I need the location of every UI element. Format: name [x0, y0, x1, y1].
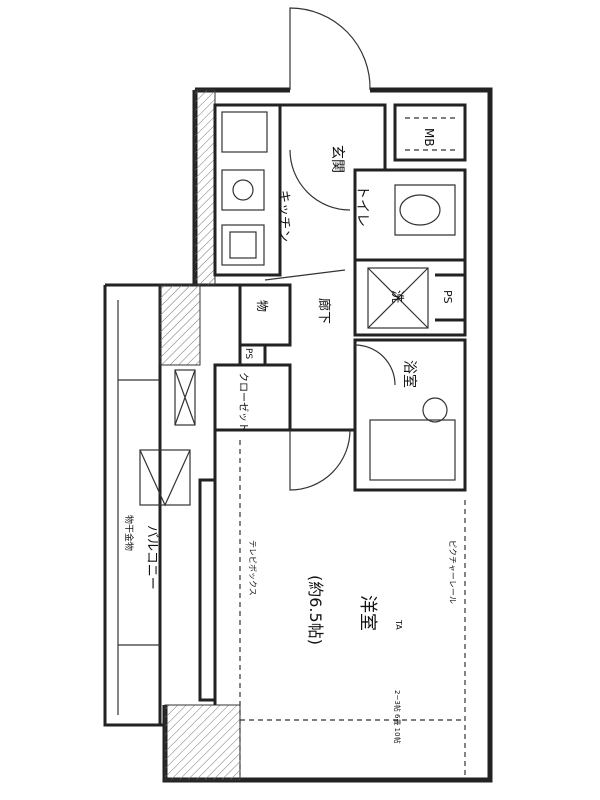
labels: 玄関 MB トイレ キッチン 廊下 洗 PS 浴室 物 PS クローゼット 洋室… [123, 128, 457, 744]
fixtures [139, 111, 456, 507]
label-youshitsu: 洋室 [357, 595, 378, 631]
label-kitchen: キッチン [276, 190, 291, 242]
label-youshitsu-size: (約6.5帖) [306, 575, 325, 645]
label-picture-rail: ピクチャーレール [448, 540, 457, 604]
label-kura: 物 [255, 300, 269, 312]
label-balcony: バルコニー [144, 525, 159, 590]
balcony-railing [117, 300, 160, 715]
label-closet: クローゼット [237, 372, 249, 432]
label-yokushitsu: 浴室 [401, 360, 418, 388]
label-toilet: トイレ [354, 185, 370, 227]
label-ps2: PS [243, 348, 253, 359]
label-mb: MB [422, 128, 436, 147]
interior-doors [264, 149, 396, 491]
label-ps: PS [441, 290, 454, 304]
dashed-lines [239, 117, 466, 775]
label-tv-box: テレビボックス [248, 540, 257, 596]
label-shitsu: 洗 [389, 290, 404, 303]
partitions [198, 103, 467, 705]
label-tv: TA [394, 619, 403, 630]
label-tenaoki: 物干金物 [123, 515, 135, 551]
entrance-door [289, 7, 371, 91]
label-genkan: 玄関 [329, 145, 346, 173]
label-rouka: 廊下 [316, 298, 332, 324]
label-small-note: 2~3帖 6畳 10帖 [393, 690, 402, 744]
outer-walls [103, 87, 493, 783]
